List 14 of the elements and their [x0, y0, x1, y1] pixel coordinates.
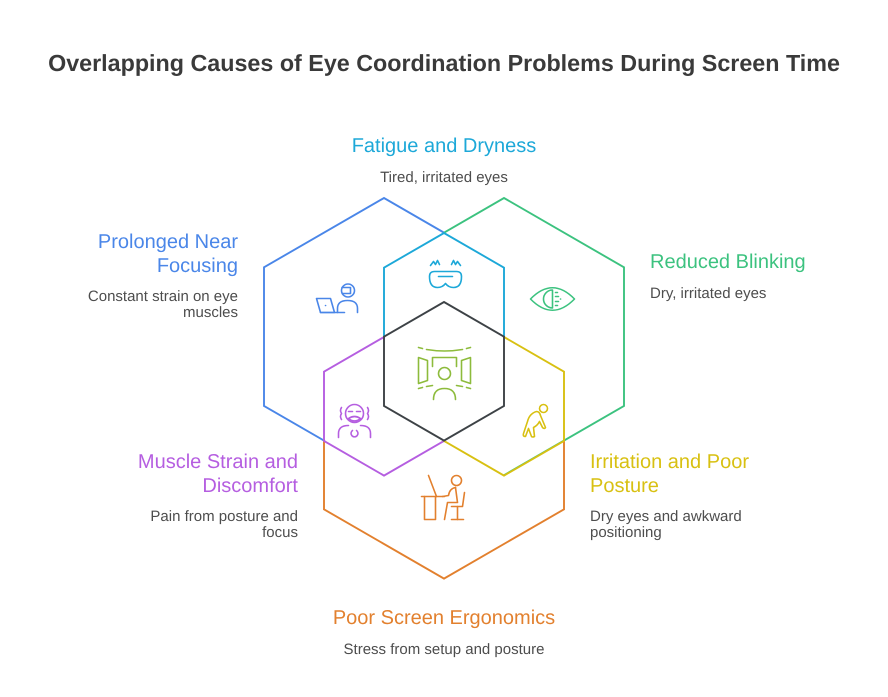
region-description: Tired, irritated eyes	[380, 170, 508, 186]
region-title: Muscle Strain and Discomfort	[136, 450, 298, 498]
region-description: Constant strain on eye muscles	[86, 288, 238, 321]
region-title: Reduced Blinking	[650, 250, 807, 274]
diagram-title: Overlapping Causes of Eye Coordination Problems During Screen Time	[48, 49, 840, 77]
region-title: Prolonged Near Focusing	[96, 230, 238, 278]
region-title: Irritation and Poor Posture	[590, 450, 750, 498]
region-description: Stress from setup and posture	[343, 642, 545, 658]
region-description: Pain from posture and focus	[149, 509, 298, 541]
region-title: Poor Screen Ergonomics	[332, 606, 556, 630]
region-description: Dry eyes and awkward positioning	[590, 509, 743, 541]
region-description: Dry, irritated eyes	[650, 286, 768, 302]
center-hexagon	[382, 300, 506, 442]
region-title: Fatigue and Dryness	[351, 134, 537, 158]
